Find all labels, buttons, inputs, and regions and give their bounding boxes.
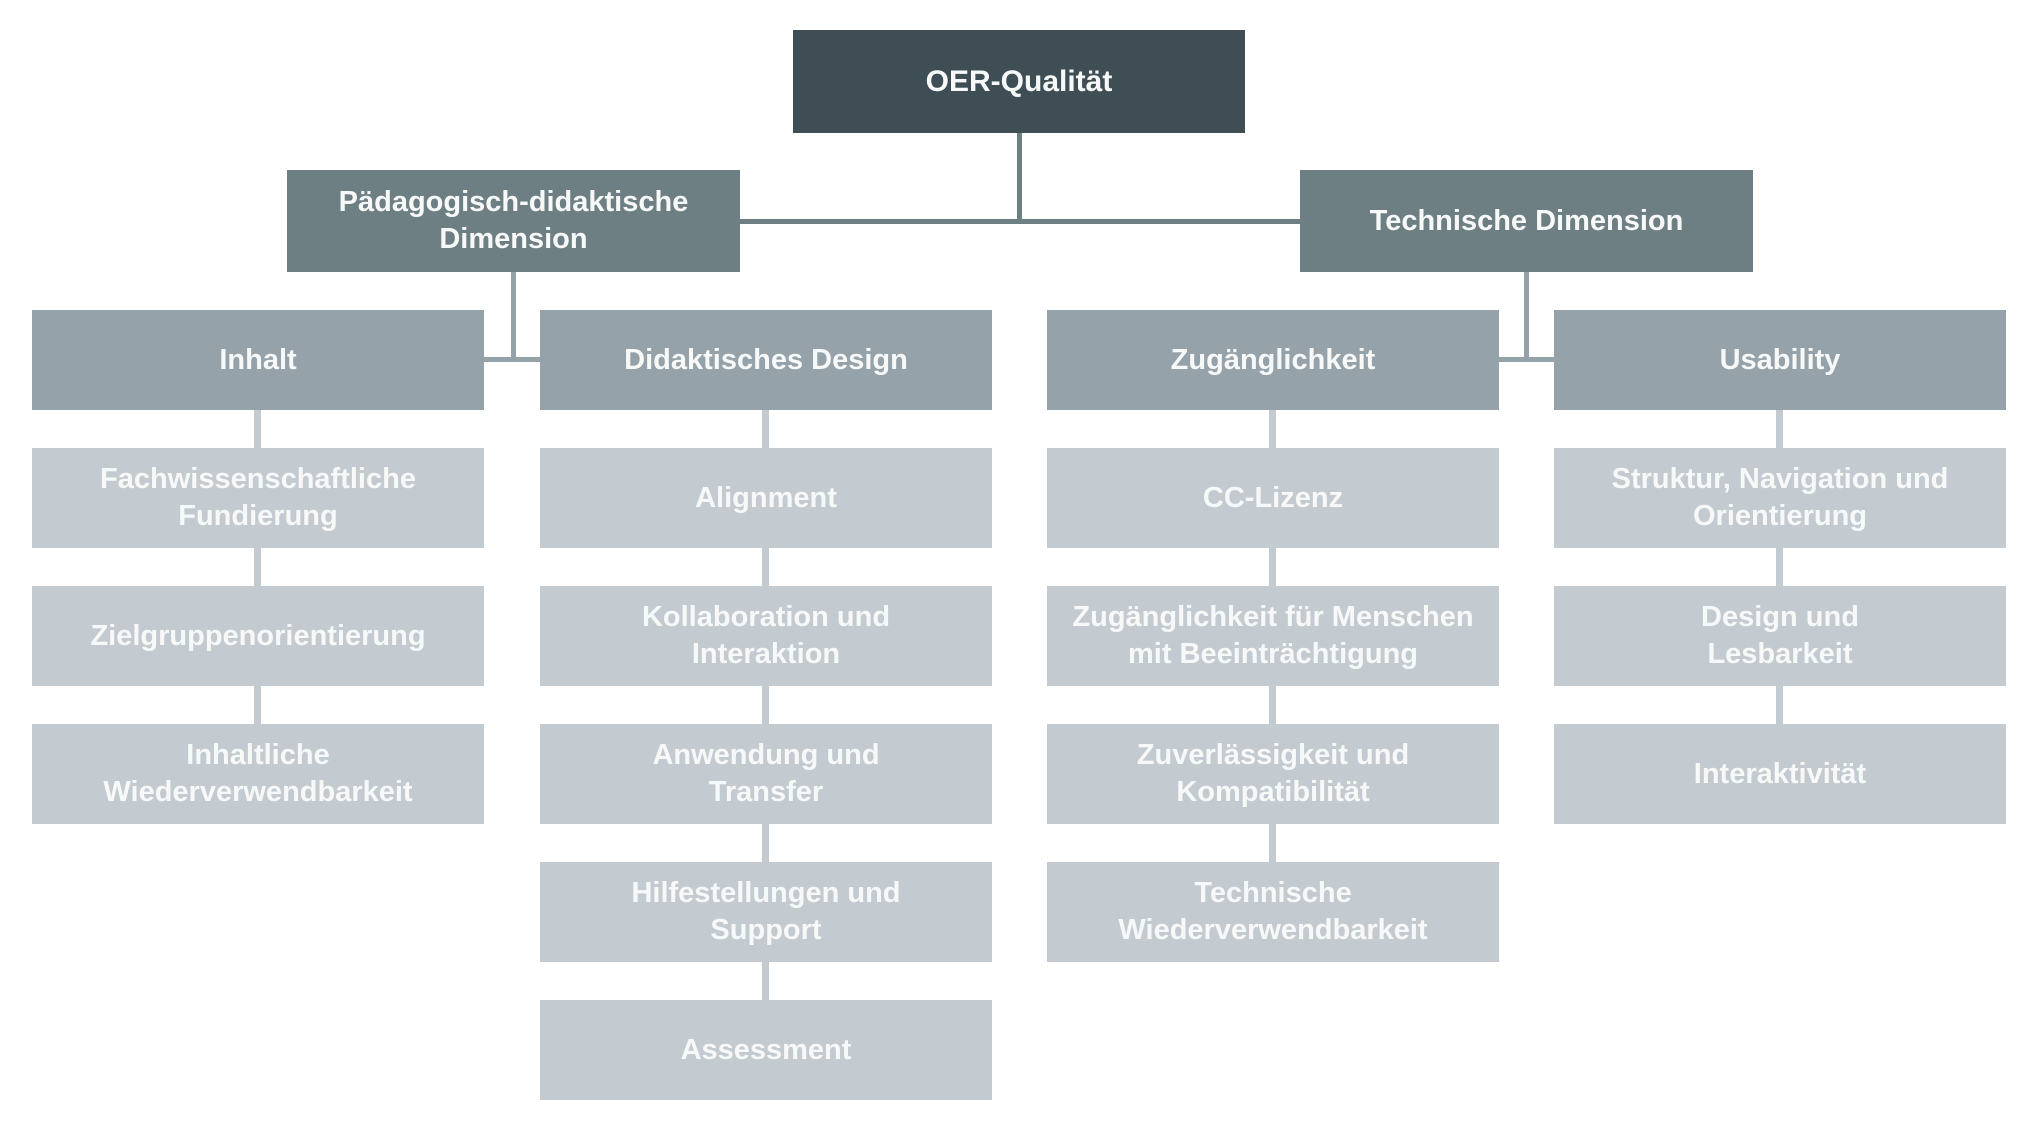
category-node-didaktisches-design: Didaktisches Design [540, 310, 992, 410]
item-node-zielgruppenorientierung: Zielgruppenorientierung [32, 586, 484, 686]
item-node-design-lesbarkeit: Design und Lesbarkeit [1554, 586, 2006, 686]
connector-inhalt-1 [254, 410, 261, 448]
connector-didaktik-1 [762, 410, 769, 448]
category-node-usability: Usability [1554, 310, 2006, 410]
item-node-fachwissenschaftliche-fundierung: Fachwissenschaftliche Fundierung [32, 448, 484, 548]
item-node-kollaboration-interaktion: Kollaboration und Interaktion [540, 586, 992, 686]
dimension-node-paedagogisch-didaktisch: Pädagogisch-didaktische Dimension [287, 170, 740, 272]
category-node-zugaenglichkeit: Zugänglichkeit [1047, 310, 1499, 410]
connector-zugang-2 [1269, 548, 1276, 586]
connector-dimension1-vertical [511, 272, 516, 362]
connector-inhalt-3 [254, 686, 261, 724]
connector-didaktik-3 [762, 686, 769, 724]
connector-dimension2-vertical [1524, 272, 1529, 362]
item-node-cc-lizenz: CC-Lizenz [1047, 448, 1499, 548]
item-node-inhaltliche-wiederverwendbarkeit: Inhaltliche Wiederverwendbarkeit [32, 724, 484, 824]
connector-root-vertical [1017, 133, 1022, 224]
connector-dimension2-horizontal [1499, 357, 1554, 362]
item-node-alignment: Alignment [540, 448, 992, 548]
connector-didaktik-4 [762, 824, 769, 862]
connector-zugang-1 [1269, 410, 1276, 448]
item-node-hilfestellungen-support: Hilfestellungen und Support [540, 862, 992, 962]
item-node-zugaenglichkeit-beeintraechtigung: Zugänglichkeit für Menschen mit Beeinträ… [1047, 586, 1499, 686]
item-node-assessment: Assessment [540, 1000, 992, 1100]
connector-root-horizontal [740, 219, 1300, 224]
item-node-struktur-navigation-orientierung: Struktur, Navigation und Orientierung [1554, 448, 2006, 548]
item-node-zuverlaessigkeit-kompatibilitaet: Zuverlässigkeit und Kompatibilität [1047, 724, 1499, 824]
category-node-inhalt: Inhalt [32, 310, 484, 410]
connector-inhalt-2 [254, 548, 261, 586]
dimension-node-technisch: Technische Dimension [1300, 170, 1753, 272]
connector-dimension1-horizontal [484, 357, 540, 362]
item-node-technische-wiederverwendbarkeit: Technische Wiederverwendbarkeit [1047, 862, 1499, 962]
connector-zugang-3 [1269, 686, 1276, 724]
connector-usability-2 [1776, 548, 1783, 586]
item-node-interaktivitaet: Interaktivität [1554, 724, 2006, 824]
connector-didaktik-2 [762, 548, 769, 586]
connector-usability-1 [1776, 410, 1783, 448]
root-node-oer-qualitaet: OER-Qualität [793, 30, 1245, 133]
connector-usability-3 [1776, 686, 1783, 724]
connector-didaktik-5 [762, 962, 769, 1000]
connector-zugang-4 [1269, 824, 1276, 862]
item-node-anwendung-transfer: Anwendung und Transfer [540, 724, 992, 824]
